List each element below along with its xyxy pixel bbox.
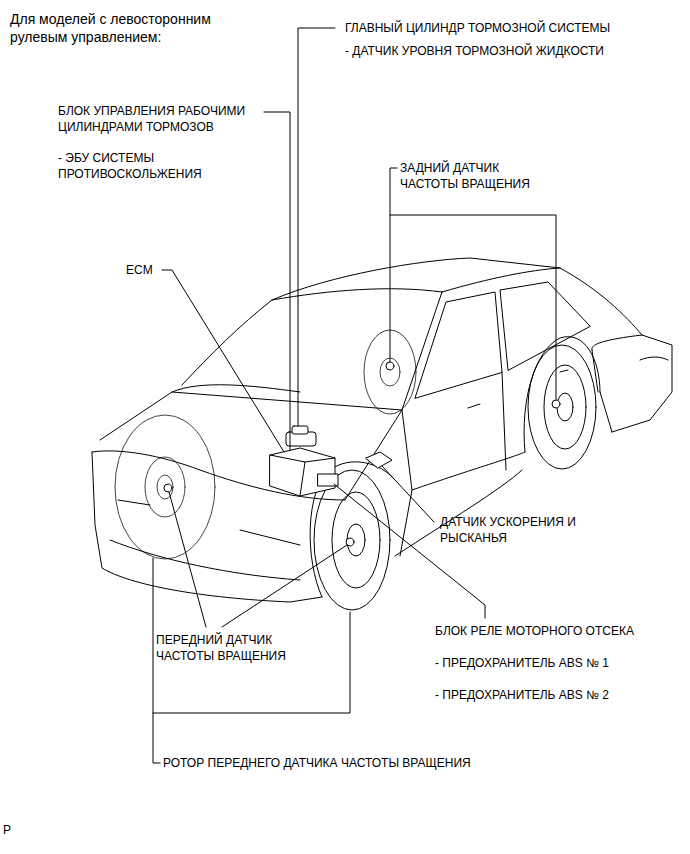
page-title: Для моделей с левосторонним рулевым упра… (10, 10, 235, 46)
sub-part-name: - ДАТЧИК УРОВНЯ ТОРМОЗНОЙ ЖИДКОСТИ (345, 43, 604, 59)
sub-part-name: - ПРЕДОХРАНИТЕЛЬ ABS № 2 (435, 687, 609, 703)
figure-code: P (3, 822, 11, 838)
sub-part-name: - ЭБУ СИСТЕМЫ ПРОТИВОСКОЛЬЖЕНИЯ (58, 150, 258, 182)
far-wheels (115, 330, 416, 559)
car-body (92, 258, 672, 602)
part-name: ГЛАВНЫЙ ЦИЛИНДР ТОРМОЗНОЙ СИСТЕМЫ (345, 20, 610, 36)
part-name: БЛОК УПРАВЛЕНИЯ РАБОЧИМИ ЦИЛИНДРАМИ ТОРМ… (58, 103, 273, 135)
part-name: БЛОК РЕЛЕ МОТОРНОГО ОТСЕКА (435, 623, 634, 639)
sub-part-name: - ПРЕДОХРАНИТЕЛЬ ABS № 1 (435, 655, 609, 671)
near-wheels (314, 345, 596, 610)
part-name: РОТОР ПЕРЕДНЕГО ДАТЧИКА ЧАСТОТЫ ВРАЩЕНИЯ (163, 755, 471, 771)
leader-lines (153, 28, 556, 763)
part-name: ДАТЧИК УСКОРЕНИЯ И РЫСКАНЬЯ (440, 514, 610, 546)
part-name: ПЕРЕДНИЙ ДАТЧИК ЧАСТОТЫ ВРАЩЕНИЯ (156, 632, 326, 664)
part-name: ECM (126, 262, 153, 278)
part-name: ЗАДНИЙ ДАТЧИК ЧАСТОТЫ ВРАЩЕНИЯ (400, 160, 550, 192)
